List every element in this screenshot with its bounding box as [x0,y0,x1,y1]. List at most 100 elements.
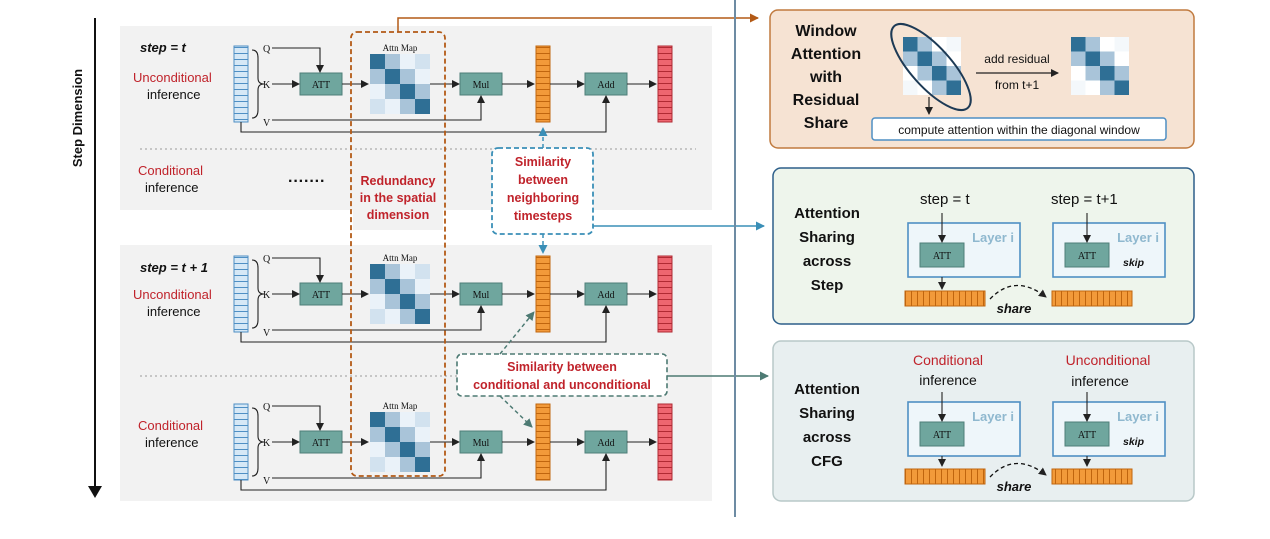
attention-map-cell [385,427,400,442]
layer-block: Layer i ATT [907,213,1021,278]
window-matrix-cell [1114,37,1129,52]
attention-map-cell [415,457,430,472]
window-matrix-cell [1100,80,1115,95]
cfg-right-label-1: Unconditional [1066,352,1151,368]
layer-label: Layer i [972,230,1014,245]
window-matrix-cell [946,51,961,66]
layer-label: Layer i [1117,230,1159,245]
attention-map-cell [370,69,385,84]
attention-map-cell [400,279,415,294]
attention-map-cell [400,427,415,442]
add-residual-text: add residual [984,52,1049,66]
attention-map-cell [370,427,385,442]
window-matrix-cell [903,37,918,52]
att-block [1064,421,1110,447]
attention-map-matrix [370,54,430,114]
window-title-4: Residual [793,92,860,109]
window-matrix-cell [1114,66,1129,81]
shared-attention-bar [904,290,986,307]
attention-map-cell [385,442,400,457]
attention-map-cell [370,457,385,472]
residual-attention-matrix [1071,37,1129,95]
attention-map-cell [370,84,385,99]
step-axis: Step Dimension [70,18,102,498]
input-token-bar [233,403,249,481]
attention-map-cell [370,54,385,69]
layer-block: Layer i ATT [907,392,1021,457]
attention-map-cell [400,99,415,114]
window-matrix-cell [1100,37,1115,52]
cfg-sharing-panel: Attention Sharing across CFG Conditional… [772,340,1195,502]
similarity-steps-text-2: between [518,173,568,187]
attn-map-label: Attn Map [383,401,418,411]
attention-map-cell [415,264,430,279]
window-matrix-cell [1085,51,1100,66]
attention-map-cell [370,309,385,324]
redundancy-text-1: Redundancy [360,174,435,188]
att-label: ATT [933,430,951,441]
window-matrix-cell [946,37,961,52]
attention-map-cell [370,294,385,309]
value-label: V [263,328,271,339]
redundancy-callout: Redundancy in the spatial dimension [350,13,759,477]
attention-map-cell [385,279,400,294]
cfg-left-label-2: inference [919,372,977,388]
attention-map-cell [370,279,385,294]
step-axis-label: Step Dimension [70,69,85,167]
window-matrix-cell [932,37,947,52]
window-matrix-cell [946,66,961,81]
att-block [919,421,965,447]
similarity-steps-text-1: Similarity [515,155,571,169]
window-title-5: Share [804,115,849,132]
window-matrix-cell [917,37,932,52]
step-left-label: step = t [920,191,970,208]
step-t-cond-label-2: inference [145,180,198,195]
attn-map-label: Attn Map [383,43,418,53]
attention-map-cell [400,442,415,457]
window-matrix-cell [1071,66,1086,81]
similarity-cfg-callout: Similarity between conditional and uncon… [456,311,769,428]
attn-map-label: Attn Map [383,253,418,263]
window-matrix-cell [1100,51,1115,66]
attention-map-cell [415,279,430,294]
window-title-2: Attention [791,46,861,63]
attention-map-cell [400,69,415,84]
attention-map-matrix [370,412,430,472]
attention-map-cell [400,294,415,309]
step-title-2: Sharing [799,229,855,246]
query-label: Q [263,44,271,55]
layer-output-bar [657,403,673,481]
attention-map-cell [415,99,430,114]
att-block [1064,242,1110,268]
window-matrix-cell [903,80,918,95]
attention-map-cell [400,457,415,472]
step-sharing-panel: Attention Sharing across Step step = t s… [772,167,1195,325]
skip-label: skip [1123,436,1145,448]
cfg-left-label-1: Conditional [913,352,983,368]
similarity-cfg-text-1: Similarity between [507,360,617,374]
layer-label: Layer i [1117,409,1159,424]
step-t1-cond-label: Conditional [138,418,203,433]
window-matrix-cell [903,51,918,66]
layer-output-bar [657,45,673,123]
step-t1-label: step = t + 1 [140,260,208,275]
attention-map-cell [385,457,400,472]
att-label: ATT [933,251,951,262]
att-label: ATT [312,80,330,91]
step-t-cond-label: Conditional [138,163,203,178]
attention-map-cell [385,264,400,279]
step-title-3: across [803,253,851,270]
layer-label: Layer i [972,409,1014,424]
window-matrix-cell [1114,80,1129,95]
mul-label: Mul [473,438,490,449]
step-t1-uncond-label-2: inference [147,304,200,319]
step-title-4: Step [811,277,844,294]
key-label: K [263,290,271,301]
step-title-1: Attention [794,205,860,222]
attention-map-cell [415,69,430,84]
step-t-label: step = t [140,40,187,55]
